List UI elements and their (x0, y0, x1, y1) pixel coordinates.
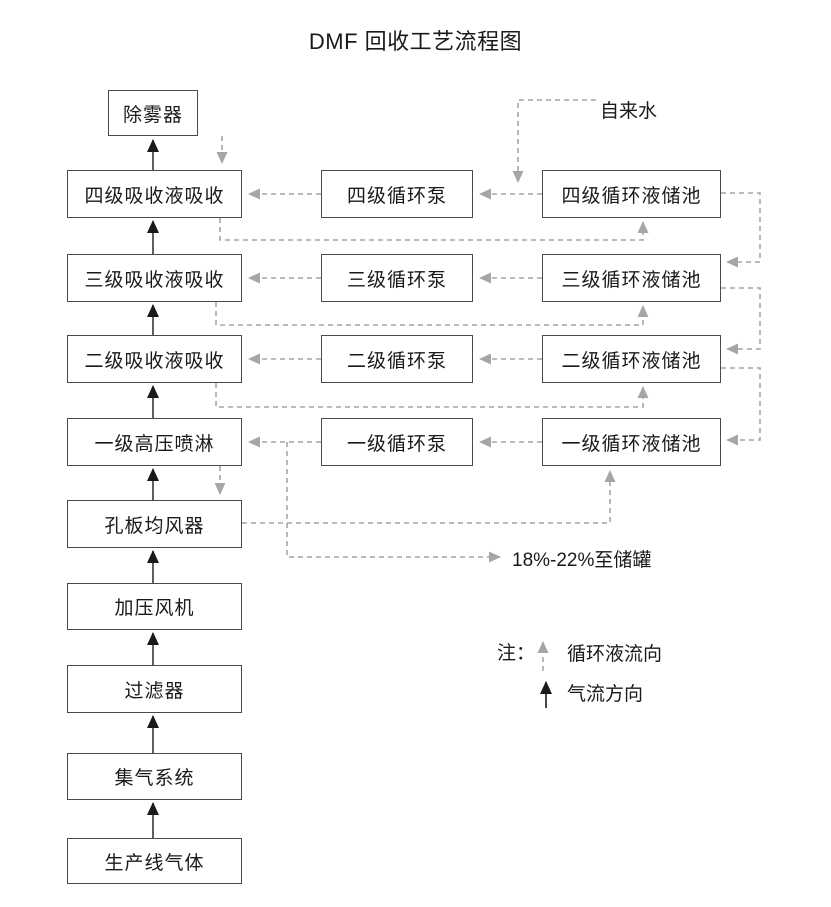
node-label: 四级循环泵 (346, 185, 447, 207)
node-pump3: 三级循环泵 (321, 254, 473, 302)
edge-liq-tank4-to-tank3 (721, 192, 761, 268)
node-label: 三级循环液储池 (561, 269, 702, 291)
legend-gas-flow-label: 气流方向 (567, 684, 644, 705)
node-fan: 加压风机 (67, 583, 242, 630)
node-spray1: 一级高压喷淋 (67, 418, 242, 466)
node-label: 加压风机 (114, 598, 195, 619)
node-label: 生产线气体 (104, 852, 205, 874)
diagram-title: DMF 回收工艺流程图 (308, 29, 523, 54)
node-label: 四级吸收液吸收 (84, 185, 225, 207)
node-absorber3: 三级吸收液吸收 (67, 254, 242, 302)
edge-liq-tank2-to-tank1 (721, 367, 761, 446)
label-to-storage-tank: 18%-22%至储罐 (512, 550, 652, 571)
node-label: 二级循环泵 (346, 350, 447, 372)
node-label: 三级循环泵 (346, 269, 447, 291)
legend-circulating-liquid-label: 循环液流向 (567, 644, 663, 665)
node-label: 三级吸收液吸收 (84, 269, 225, 291)
node-pump4: 四级循环泵 (321, 170, 473, 218)
node-filter: 过滤器 (67, 665, 242, 713)
node-label: 一级循环泵 (346, 433, 447, 455)
node-pump2: 二级循环泵 (321, 335, 473, 383)
node-tank2: 二级循环液储池 (542, 335, 721, 383)
edge-liq-absorber2-to-tank2 (215, 383, 649, 408)
legend-note-label: 注： (497, 643, 536, 664)
label-tap-water: 自来水 (600, 101, 658, 122)
node-tank1: 一级循环液储池 (542, 418, 721, 466)
node-tank3: 三级循环液储池 (542, 254, 721, 302)
edge-liq-absorber3-to-tank3 (215, 302, 649, 326)
node-label: 一级循环液储池 (561, 433, 702, 455)
node-label: 除雾器 (122, 104, 183, 126)
node-label: 二级循环液储池 (561, 350, 702, 372)
node-distributor: 孔板均风器 (67, 500, 242, 548)
node-label: 二级吸收液吸收 (84, 350, 225, 372)
edge-liq-absorber4-to-tank4 (219, 218, 649, 241)
edge-liq-tank3-to-tank2 (721, 287, 761, 355)
node-production-gas: 生产线气体 (67, 838, 242, 884)
node-demister: 除雾器 (108, 90, 198, 136)
node-tank4: 四级循环液储池 (542, 170, 721, 218)
node-absorber2: 二级吸收液吸收 (67, 335, 242, 383)
node-gas-collection: 集气系统 (67, 753, 242, 800)
edge-liq-drawoff-to-storage (286, 442, 501, 563)
node-label: 四级循环液储池 (561, 185, 702, 207)
node-label: 集气系统 (114, 768, 195, 789)
edge-liq-distributor-to-tank1 (242, 470, 616, 524)
node-absorber4: 四级吸收液吸收 (67, 170, 242, 218)
node-label: 过滤器 (124, 680, 185, 702)
node-pump1: 一级循环泵 (321, 418, 473, 466)
node-label: 一级高压喷淋 (94, 433, 215, 455)
node-label: 孔板均风器 (104, 515, 205, 537)
